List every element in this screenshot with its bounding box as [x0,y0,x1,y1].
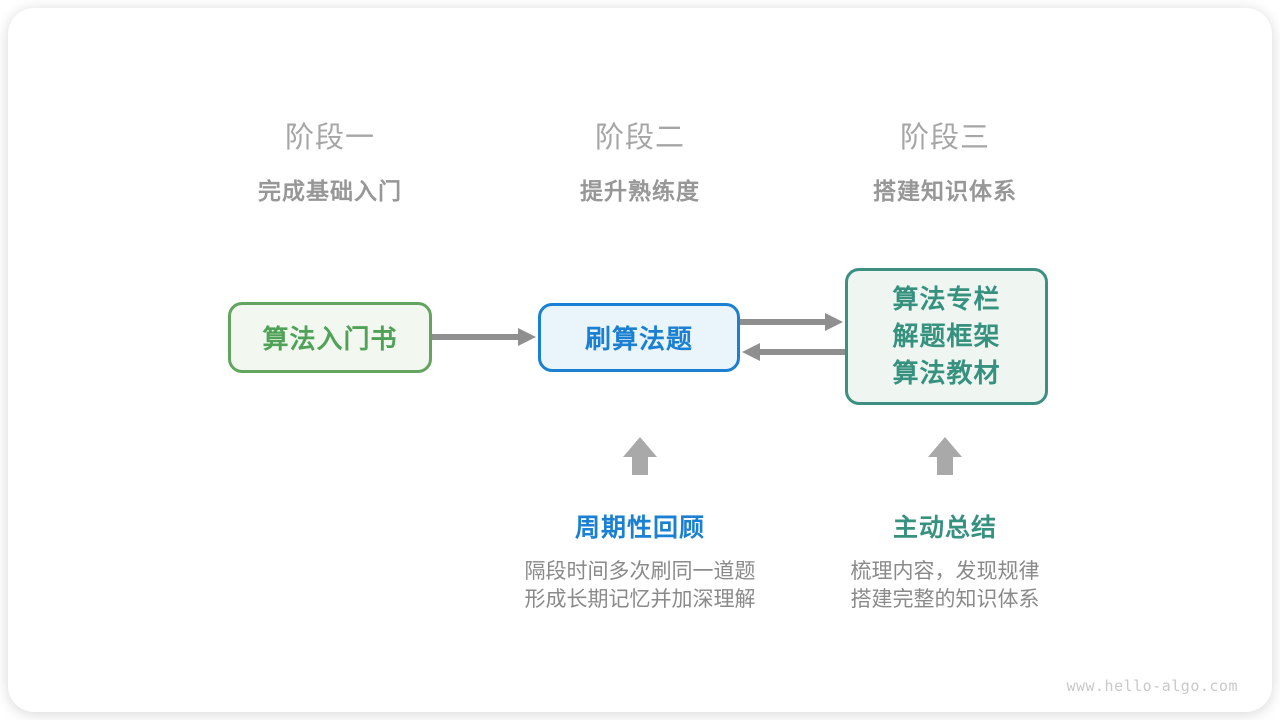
right-arrow-icon [825,313,843,331]
node-intro-book: 算法入门书 [228,302,432,373]
up-arrow-icon [937,457,953,475]
up-arrow-icon [632,457,648,475]
annotation-active-summary-desc-line: 梳理内容，发现规律 [850,560,1040,583]
node-practice-problems-label: 刷算法题 [584,324,693,354]
node-advanced-resources-line: 算法专栏 [892,284,1001,314]
annotation-active-summary-desc-line: 搭建完整的知识体系 [850,588,1040,611]
annotation-periodic-review-desc: 隔段时间多次刷同一道题 形成长期记忆并加深理解 [450,558,830,614]
node-practice-problems: 刷算法题 [538,303,740,372]
stage-2-title: 阶段二 [594,122,685,154]
stage-3-subtitle: 搭建知识体系 [873,178,1017,204]
up-arrow-icon [928,437,962,457]
stage-3-header: 阶段三 搭建知识体系 [785,118,1105,207]
right-arrow-icon [518,328,536,346]
annotation-periodic-review-desc-line: 形成长期记忆并加深理解 [524,588,756,611]
annotation-active-summary-title: 主动总结 [892,514,997,542]
stage-1-title: 阶段一 [284,122,375,154]
annotation-periodic-review-title: 周期性回顾 [574,514,705,542]
left-arrow-icon [742,343,760,361]
up-arrow-icon [623,437,657,457]
node-advanced-resources-line: 算法教材 [892,358,1001,388]
stage-1-header: 阶段一 完成基础入门 [170,118,490,207]
stage-2-header: 阶段二 提升熟练度 [480,118,800,207]
right-arrow-icon [740,319,825,325]
left-arrow-icon [760,349,845,355]
right-arrow-icon [432,334,518,340]
stage-3-title: 阶段三 [899,122,990,154]
stage-2-subtitle: 提升熟练度 [580,178,700,204]
stage-1-subtitle: 完成基础入门 [258,178,402,204]
node-intro-book-label: 算法入门书 [262,324,398,354]
annotation-periodic-review-desc-line: 隔段时间多次刷同一道题 [524,560,756,583]
node-advanced-resources-line: 解题框架 [892,321,1001,351]
node-advanced-resources: 算法专栏 解题框架 算法教材 [845,268,1048,405]
watermark: www.hello-algo.com [1066,677,1238,695]
annotation-active-summary-desc: 梳理内容，发现规律 搭建完整的知识体系 [755,558,1135,614]
